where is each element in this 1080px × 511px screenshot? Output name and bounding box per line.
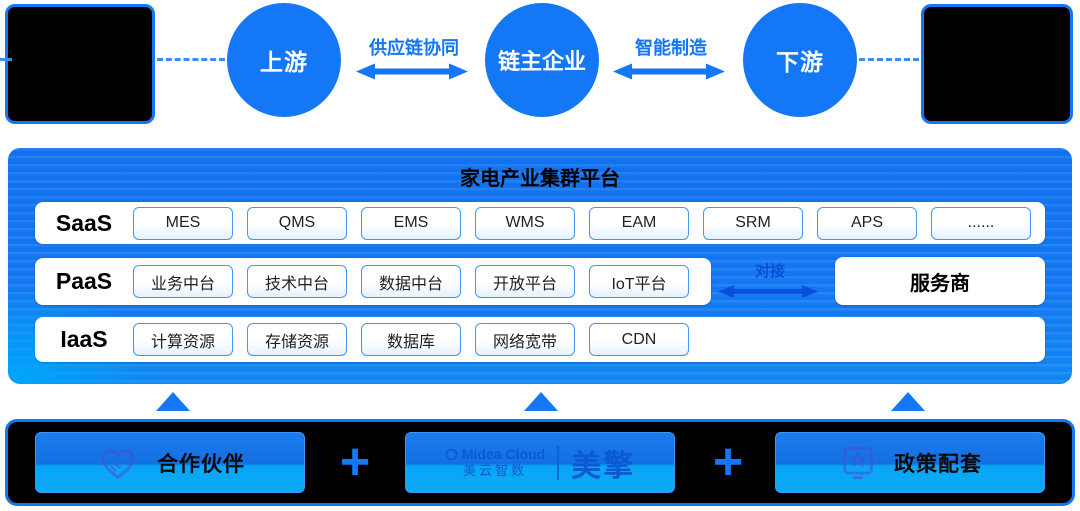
node-upstream: 上游: [227, 3, 341, 117]
service-provider-label: 服务商: [910, 272, 970, 295]
paas-chip: 开放平台: [475, 265, 575, 298]
saas-chip: ......: [931, 206, 1031, 240]
left-dash-connector: [157, 58, 225, 61]
paas-chip-row: 业务中台 技术中台 数据中台 开放平台 IoT平台: [133, 265, 689, 298]
saas-chip: WMS: [475, 206, 575, 240]
logo-line2: 美云智数: [462, 463, 527, 479]
smart-manufacturing-link-label: 智能制造: [635, 38, 707, 58]
platform-panel: 家电产业集群平台 SaaS MES QMS EMS WMS EAM SRM AP…: [8, 148, 1072, 384]
node-downstream: 下游: [743, 3, 857, 117]
paas-layer-bar: PaaS 业务中台 技术中台 数据中台 开放平台 IoT平台: [35, 258, 711, 305]
paas-layer-label: PaaS: [55, 268, 113, 294]
heart-hands-icon: [101, 448, 135, 479]
service-provider-box: 服务商: [835, 257, 1045, 305]
midea-cloud-logo: Midea Cloud 美云智数 美擎: [445, 441, 635, 485]
saas-chip: SRM: [703, 206, 803, 240]
plus-icon: +: [339, 433, 371, 491]
logo-divider: [557, 445, 560, 480]
node-downstream-label: 下游: [776, 49, 824, 75]
node-chain-leader-label: 链主企业: [497, 49, 586, 74]
iaas-chip: 网络宽带: [475, 323, 575, 356]
iaas-chip-row: 计算资源 存储资源 数据库 网络宽带 CDN: [133, 323, 689, 356]
connect-label: 对接: [754, 263, 785, 280]
iaas-chip: 数据库: [361, 323, 461, 356]
double-arrow-icon: [356, 63, 468, 80]
policy-certificate-icon: [843, 446, 873, 479]
saas-chip: EAM: [589, 206, 689, 240]
policy-label: 政策配套: [894, 452, 982, 476]
up-triangle-icon: [156, 392, 190, 411]
policy-box: 政策配套: [775, 432, 1045, 493]
paas-chip: 数据中台: [361, 265, 461, 298]
upstream-placeholder-box: [5, 4, 155, 124]
paas-chip: IoT平台: [589, 265, 689, 298]
iaas-chip: 计算资源: [133, 323, 233, 356]
saas-chip-row: MES QMS EMS WMS EAM SRM APS ......: [133, 206, 1031, 240]
double-arrow-icon: [613, 63, 725, 80]
iaas-chip: CDN: [589, 323, 689, 356]
iaas-layer-label: IaaS: [60, 326, 108, 352]
downstream-placeholder-box: [921, 4, 1073, 124]
paas-chip: 业务中台: [133, 265, 233, 298]
vendor-logo-box: Midea Cloud 美云智数 美擎: [405, 432, 675, 493]
iaas-chip: 存储资源: [247, 323, 347, 356]
logo-line1: Midea Cloud: [461, 446, 546, 463]
connect-double-arrow-icon: [718, 285, 818, 298]
plus-icon: +: [712, 433, 744, 491]
saas-layer-bar: SaaS MES QMS EMS WMS EAM SRM APS ......: [35, 202, 1045, 244]
midea-cloud-wordmark: Midea Cloud 美云智数: [445, 446, 545, 478]
saas-chip: QMS: [247, 206, 347, 240]
up-triangle-icon: [524, 392, 558, 411]
saas-chip: EMS: [361, 206, 461, 240]
logo-brand: 美擎: [571, 449, 636, 483]
partner-box: 合作伙伴: [35, 432, 305, 493]
midea-cloud-logo-mark: [445, 448, 458, 461]
iaas-layer-bar: IaaS 计算资源 存储资源 数据库 网络宽带 CDN: [35, 317, 1045, 362]
partner-label: 合作伙伴: [157, 452, 245, 476]
supply-chain-link-label: 供应链协同: [369, 38, 459, 58]
right-dash-connector: [859, 58, 919, 61]
node-chain-leader: 链主企业: [485, 3, 599, 117]
edge-dash-connector: [0, 58, 12, 61]
saas-chip: APS: [817, 206, 917, 240]
paas-chip: 技术中台: [247, 265, 347, 298]
platform-title: 家电产业集群平台: [460, 168, 620, 190]
node-upstream-label: 上游: [260, 49, 308, 75]
up-triangle-icon: [891, 392, 925, 411]
saas-layer-label: SaaS: [55, 209, 113, 236]
foundation-bar: 合作伙伴 + Midea Cloud 美云智数 美擎 +: [5, 419, 1075, 506]
saas-chip: MES: [133, 206, 233, 240]
